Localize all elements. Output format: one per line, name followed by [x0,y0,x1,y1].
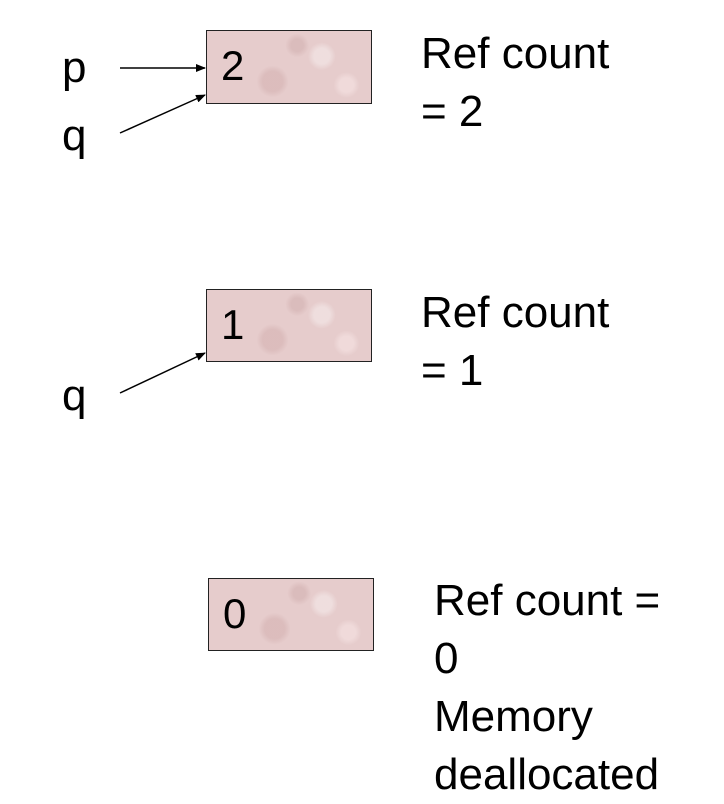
box-value: 0 [223,590,247,637]
box-value: 1 [221,301,245,348]
pointer-label-q: q [62,371,87,420]
note-line: Ref count [421,29,610,78]
note-line: Ref count = [434,576,661,625]
pointer-label-q: q [62,111,87,160]
box-value: 2 [221,42,245,89]
ref-count-note-1: Ref count = 2 [421,25,609,141]
note-line: = 1 [421,346,484,395]
pointer-label-p: p [62,43,87,92]
note-line: 0 [434,634,459,683]
ref-count-note-2: Ref count = 1 [421,284,609,400]
ref-count-note-3: Ref count = 0 Memory deallocated [434,572,660,804]
arrow-q-to-box-1 [119,94,206,134]
note-line: = 2 [421,87,484,136]
note-line: Ref count [421,288,610,337]
object-box-refcount-2: 2 [206,30,372,104]
note-line: Memory [434,692,593,741]
object-box-refcount-0: 0 [208,578,374,651]
object-box-refcount-1: 1 [206,289,372,362]
note-line: deallocated [434,750,660,799]
arrow-q-to-box-2 [119,352,206,394]
